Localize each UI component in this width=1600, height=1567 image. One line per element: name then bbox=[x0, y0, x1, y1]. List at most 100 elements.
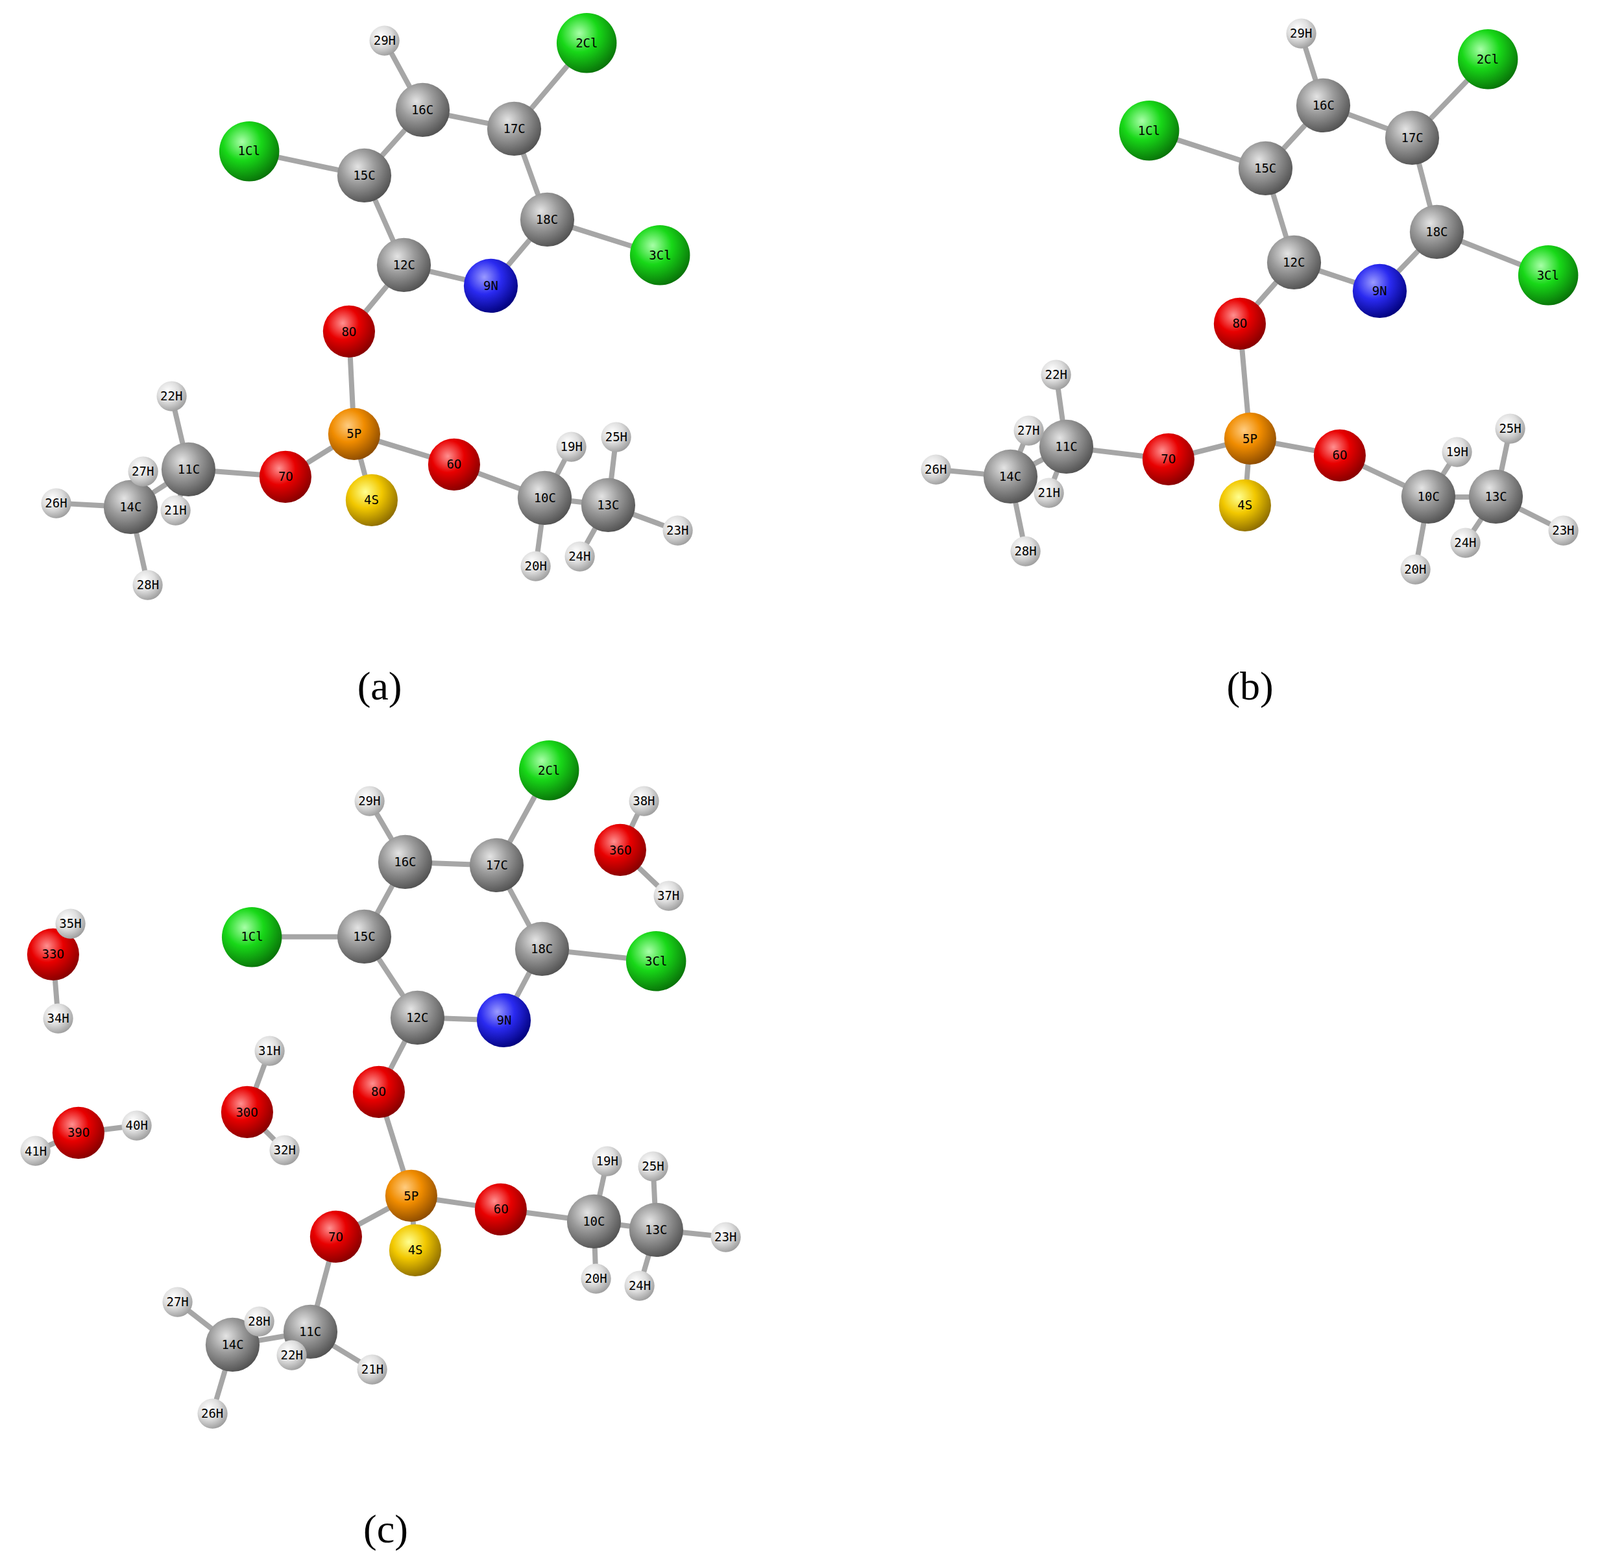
atom-sphere-fill bbox=[1548, 515, 1578, 546]
atom-label-holder: 29H bbox=[354, 785, 385, 817]
atom-label-holder: 25H bbox=[637, 1151, 669, 1182]
bond-line bbox=[527, 1212, 567, 1218]
atom-label-holder: 10C bbox=[566, 1193, 622, 1249]
atom-ball: 18C bbox=[1409, 204, 1465, 260]
atom-ball: 24H bbox=[1450, 527, 1481, 558]
atom-label-holder: 27H bbox=[1013, 415, 1044, 446]
atom-label-holder: 26H bbox=[40, 487, 72, 519]
atom-label: 39O bbox=[67, 1125, 90, 1140]
atom-ball: 21H bbox=[1033, 477, 1065, 509]
atom-ball: 17C bbox=[486, 101, 542, 157]
atom-ball: 26H bbox=[197, 1398, 228, 1429]
atom-ball: 13C bbox=[580, 477, 636, 533]
atom-label: 1Cl bbox=[238, 144, 261, 158]
atom-sphere-fill bbox=[920, 454, 951, 485]
atom-label: 17C bbox=[502, 121, 525, 136]
bond-line bbox=[175, 410, 183, 443]
atom-sphere-fill bbox=[469, 838, 524, 893]
atom-ball: 7O bbox=[1141, 432, 1196, 486]
atom-sphere-fill bbox=[161, 442, 216, 497]
atom-label: 19H bbox=[560, 439, 583, 454]
atom-ball: 10C bbox=[566, 1193, 622, 1249]
atom-label-holder: 11C bbox=[160, 441, 217, 497]
atom-label-holder: 14C bbox=[103, 479, 159, 535]
atom-ball: 29H bbox=[1285, 18, 1317, 49]
atom-ball: 25H bbox=[637, 1151, 669, 1182]
atom-label: 16C bbox=[393, 855, 416, 869]
atom-label-holder: 12C bbox=[376, 237, 432, 293]
bond-line bbox=[1319, 271, 1354, 283]
atom-label: 5P bbox=[1242, 432, 1258, 446]
atom-label: 18C bbox=[530, 942, 553, 956]
atom-label-holder: 26H bbox=[197, 1398, 228, 1429]
bond-line bbox=[1305, 48, 1316, 79]
atom-sphere-fill bbox=[133, 569, 163, 600]
atom-label: 29H bbox=[358, 794, 381, 808]
atom-sphere-fill bbox=[428, 438, 481, 491]
atom-ball: 37H bbox=[653, 880, 684, 911]
atom-label-holder: 24H bbox=[1450, 527, 1481, 558]
atom-ball: 15C bbox=[336, 147, 392, 204]
bond-line bbox=[572, 227, 631, 246]
atom-label-holder: 27H bbox=[127, 456, 159, 487]
atom-ball: 13C bbox=[1468, 469, 1524, 525]
atom-label: 37H bbox=[657, 888, 680, 903]
atom-sphere-fill bbox=[221, 906, 282, 967]
atom-label-holder: 2Cl bbox=[518, 739, 580, 801]
atom-label: 35H bbox=[59, 916, 82, 931]
atom-ball: 36O bbox=[593, 823, 647, 877]
atom-sphere-fill bbox=[601, 421, 632, 452]
atom-sphere-fill bbox=[580, 1263, 611, 1294]
atom-ball: 40H bbox=[121, 1110, 152, 1141]
atom-label-holder: 17C bbox=[1384, 110, 1440, 166]
atom-ball: 8O bbox=[352, 1065, 406, 1119]
bond-line bbox=[1363, 466, 1404, 486]
atom-ball: 12C bbox=[376, 237, 432, 293]
bond-line bbox=[1054, 472, 1057, 479]
atom-sphere-fill bbox=[474, 1183, 527, 1236]
atom-sphere-fill bbox=[637, 1151, 668, 1181]
atom-sphere-fill bbox=[556, 12, 617, 73]
atom-label: 22H bbox=[1045, 367, 1068, 382]
atom-ball: 27H bbox=[162, 1286, 193, 1318]
bond-line bbox=[382, 131, 405, 156]
atom-ball: 19H bbox=[556, 431, 587, 462]
atom-sphere-fill bbox=[43, 1003, 74, 1033]
atom-ball: 6O bbox=[1313, 428, 1367, 483]
atom-label: 2Cl bbox=[575, 36, 598, 50]
bond-line bbox=[654, 1181, 656, 1203]
atom-label-holder: 16C bbox=[395, 82, 451, 138]
atom-label: 30O bbox=[235, 1105, 258, 1120]
atom-ball: 17C bbox=[1384, 110, 1440, 166]
atom-label-holder: 1Cl bbox=[218, 120, 280, 182]
atom-label-holder: 6O bbox=[474, 1182, 528, 1237]
bond-line bbox=[532, 66, 568, 108]
bond-line bbox=[375, 200, 394, 241]
bond-line bbox=[1418, 524, 1425, 555]
atom-ball: 4S bbox=[388, 1223, 442, 1277]
atom-sphere-fill bbox=[1213, 297, 1266, 350]
atom-label-holder: 24H bbox=[624, 1270, 655, 1301]
atom-sphere-fill bbox=[564, 541, 595, 571]
bond-line bbox=[1276, 443, 1314, 451]
atom-ball: 9N bbox=[1352, 263, 1408, 319]
atom-label-holder: 1Cl bbox=[221, 906, 283, 968]
atom-sphere-fill bbox=[592, 1146, 623, 1177]
atom-sphere-fill bbox=[160, 495, 191, 525]
bond-line bbox=[631, 814, 638, 826]
bond-line bbox=[639, 868, 658, 885]
atom-ball: 23H bbox=[1548, 515, 1579, 546]
atom-sphere-fill bbox=[385, 1169, 438, 1222]
atom-sphere-fill bbox=[653, 881, 684, 911]
atom-ball: 1Cl bbox=[218, 120, 280, 182]
atom-ball: 29H bbox=[369, 25, 400, 56]
atom-sphere-fill bbox=[1457, 29, 1518, 89]
atom-ball: 29H bbox=[354, 785, 385, 817]
atom-label: 24H bbox=[1454, 535, 1477, 550]
atom-label-holder: 8O bbox=[322, 304, 376, 359]
atom-sphere-fill bbox=[476, 993, 531, 1048]
atom-label: 2Cl bbox=[1476, 52, 1499, 67]
atom-label: 26H bbox=[924, 462, 947, 477]
bond-line bbox=[509, 797, 534, 842]
atom-label-holder: 8O bbox=[1213, 297, 1267, 351]
